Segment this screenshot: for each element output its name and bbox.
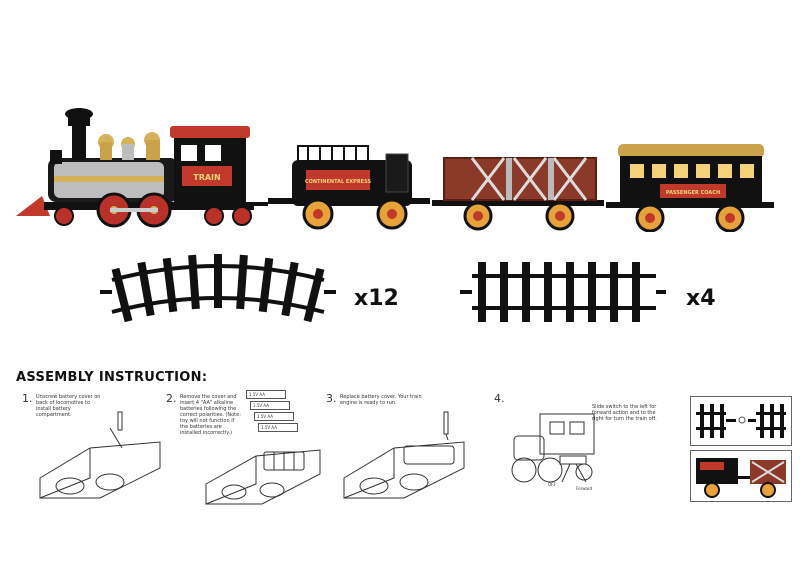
car-coupling-inset [690,450,792,502]
step-4-illustration [511,413,595,483]
curved-track-quantity: x12 [354,286,399,311]
locomotive: TRAIN [16,108,268,228]
battery-label: 1.5V AA [254,412,294,421]
step-4-text: Slide switch to the left for forward act… [592,404,657,422]
step-2-illustration [205,449,321,505]
track-connection-inset [690,396,792,446]
step-1-illustration [39,411,161,499]
coach-plate: PASSENGER COACH [666,190,720,196]
straight-track-piece [460,262,666,322]
step-1-text: Unscrew battery cover on back of locomot… [36,394,101,418]
step-3-number: 3. [326,392,337,405]
battery-label: 1.5V AA [246,390,286,399]
straight-track-quantity: x4 [686,286,716,311]
assembly-heading: ASSEMBLY INSTRUCTION: [16,370,208,385]
switch-off-label: OFF [548,482,556,487]
step-3-text: Replace battery cover. Your train engine… [340,394,422,406]
passenger-coach: PASSENGER COACH [606,144,774,232]
battery-label: 1.5V AA [258,423,298,432]
step-2-number: 2. [166,392,177,405]
freight-car [432,157,604,231]
battery-label-stack: 1.5V AA 1.5V AA 1.5V AA 1.5V AA [246,390,298,434]
locomotive-plate: TRAIN [193,173,220,182]
step-3-illustration [343,411,465,499]
tender-plate: CONTINENTAL EXPRESS [305,179,372,185]
step-4-number: 4. [494,392,505,405]
switch-forward-label: Forward [576,486,593,491]
step-1-number: 1. [22,392,33,405]
tender-car: CONTINENTAL EXPRESS [268,145,430,230]
curved-track-piece [100,254,336,323]
battery-label: 1.5V AA [250,401,290,410]
step-2-text: Remove the cover and insert 4 "AA" alkal… [180,394,241,436]
